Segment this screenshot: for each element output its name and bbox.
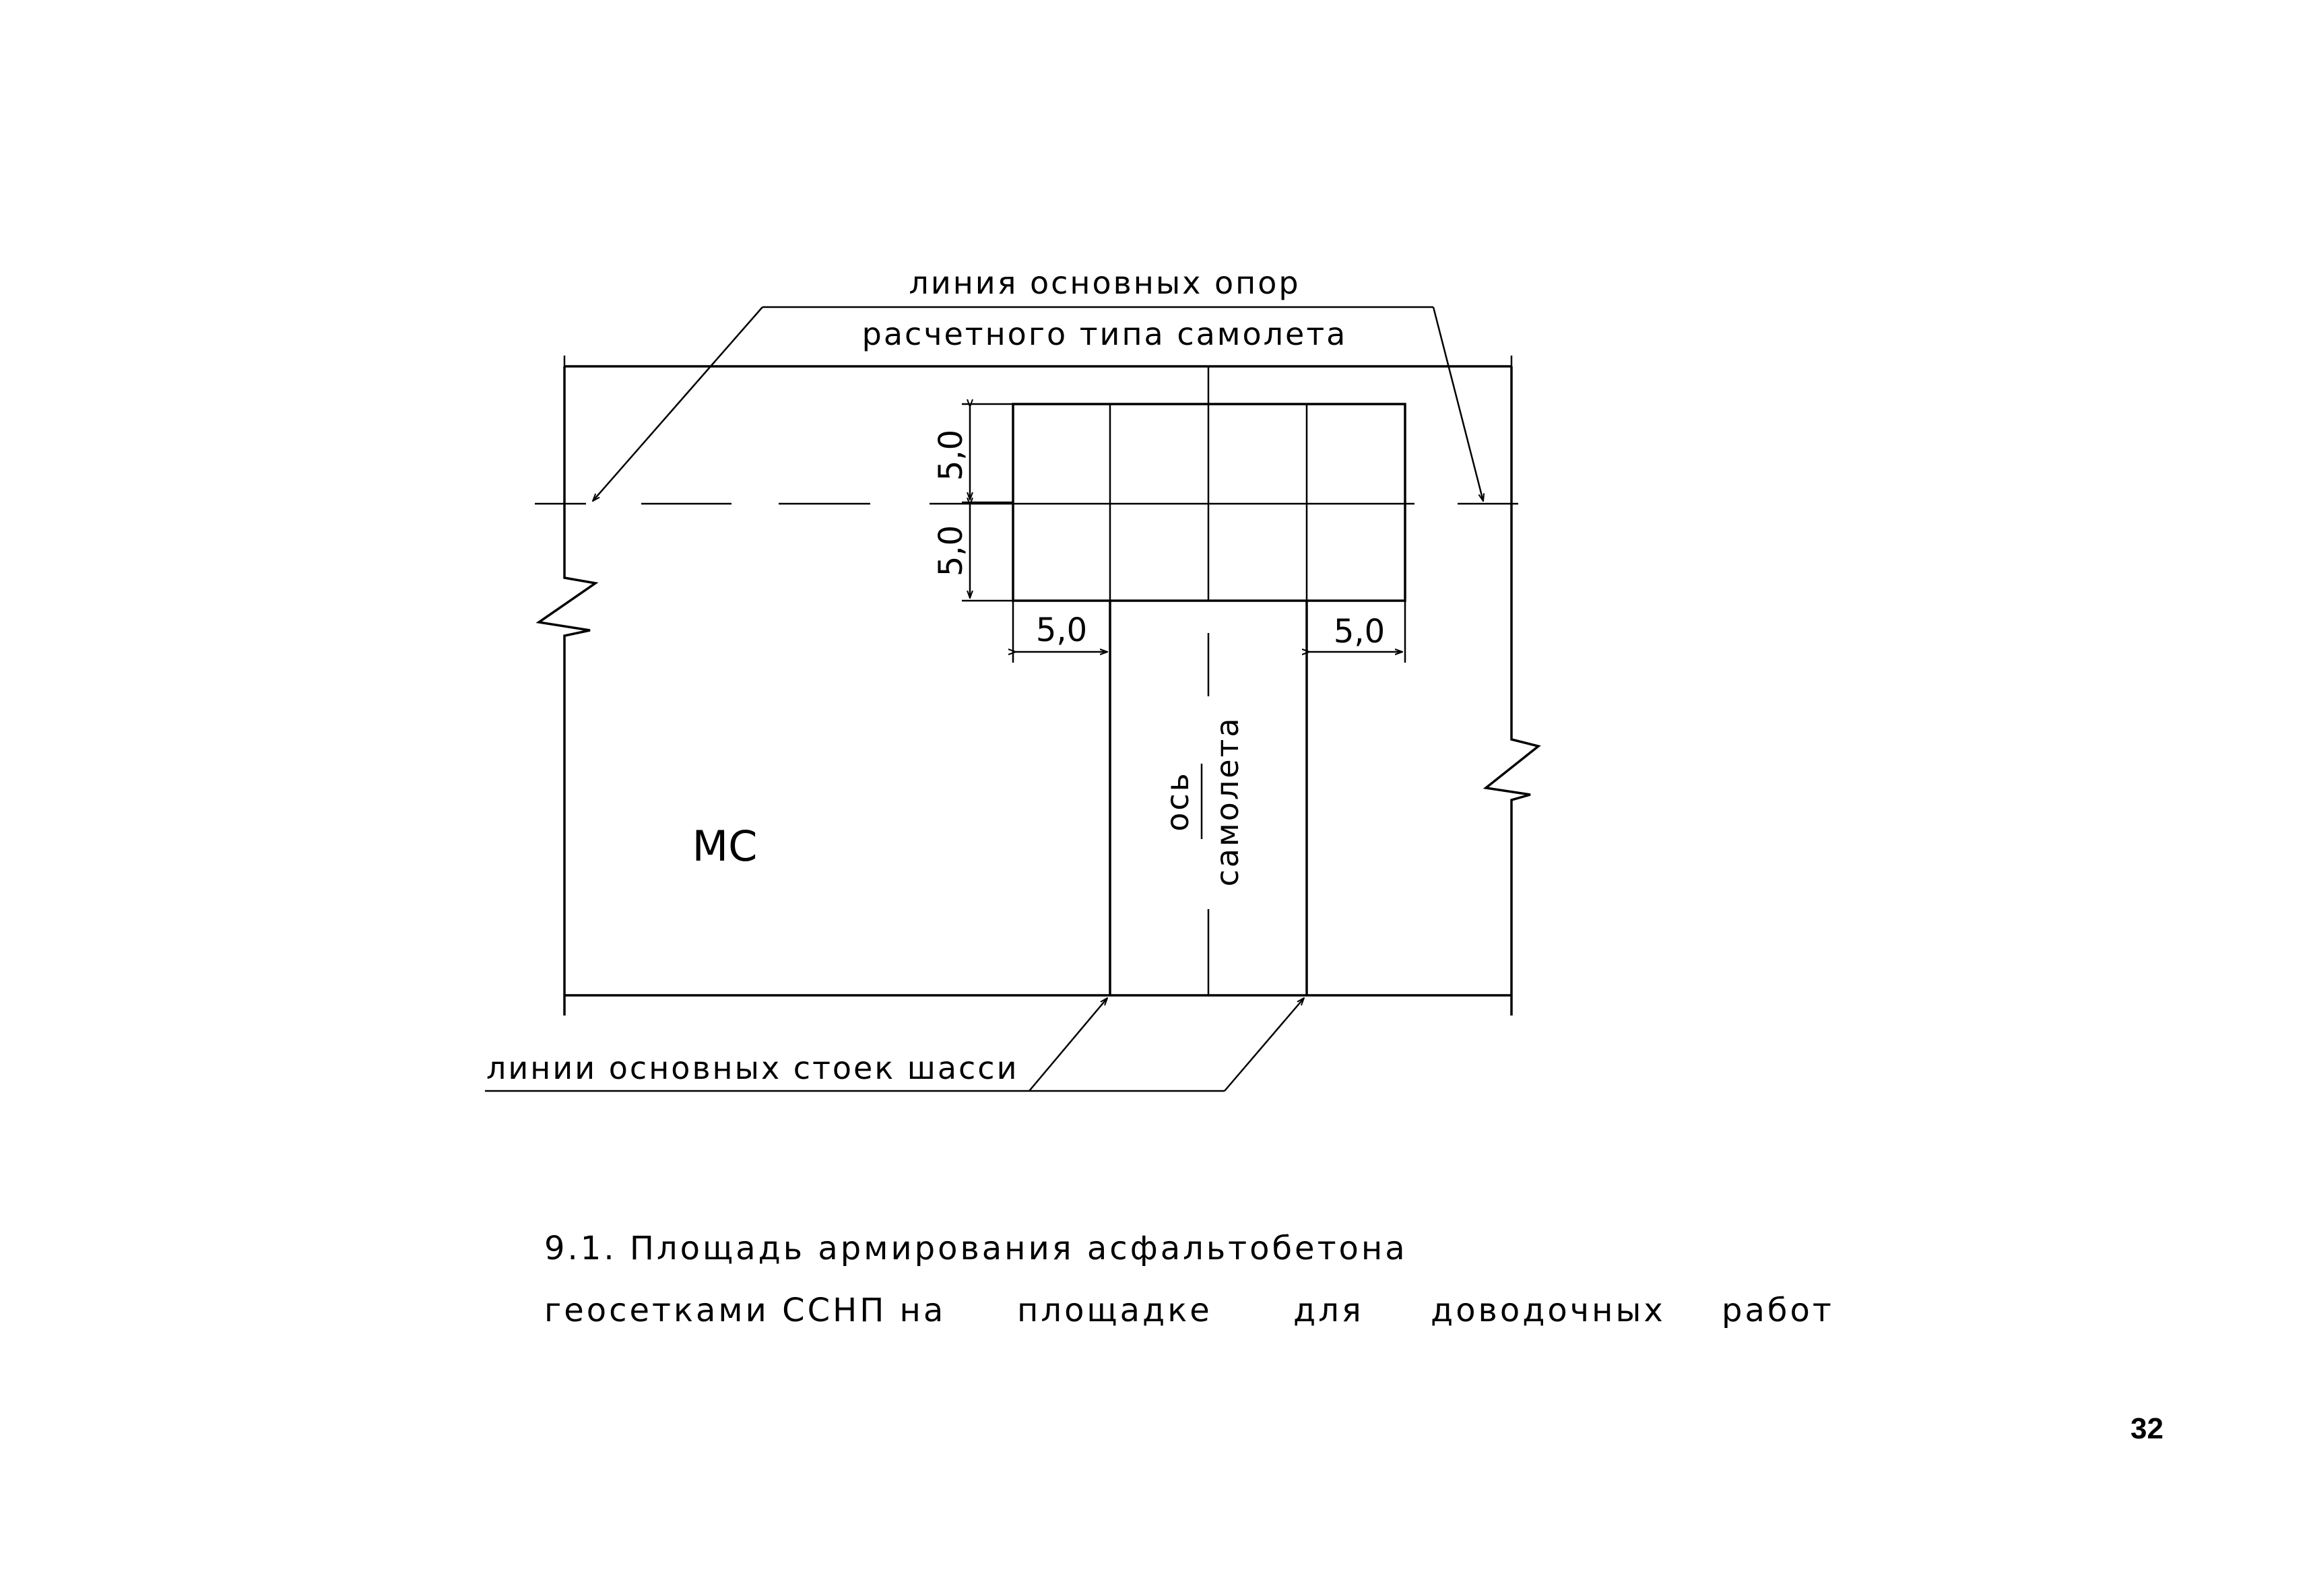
bottom-leader	[485, 998, 1304, 1092]
caption-line-1: 9.1. Площадь армирования асфальтобетона	[544, 1230, 1408, 1267]
dim-vertical-upper-label: 5,0	[932, 430, 970, 481]
dim-horizontal-left-label: 5,0	[1036, 611, 1087, 649]
caption-line-2-word: работ	[1722, 1292, 1834, 1329]
axis-label-bottom: самолета	[1209, 716, 1245, 886]
top-leader	[593, 306, 1483, 501]
bottom-leader-label: линии основных стоек шасси	[486, 1050, 1018, 1086]
page-number: 32	[2130, 1412, 2163, 1445]
caption-line-2: геосетками ССНП на площадке для доводочн…	[544, 1292, 1834, 1329]
pavement-outline	[535, 356, 1541, 1016]
axis-label: ось самолета	[1159, 716, 1245, 886]
caption-line-2-word: доводочных	[1431, 1292, 1666, 1329]
axis-label-top: ось	[1159, 771, 1196, 832]
dim-horizontal-right-label: 5,0	[1334, 613, 1385, 651]
dim-vertical-lower-label: 5,0	[932, 525, 970, 576]
reinforced-area	[1012, 403, 1406, 602]
vertical-dimension	[962, 404, 1013, 602]
caption-line-2-word: для	[1293, 1292, 1364, 1329]
area-label: МС	[692, 822, 758, 871]
caption-line-2-word: площадке	[1017, 1292, 1212, 1329]
gear-strut-lines	[1109, 601, 1308, 995]
top-leader-label-line2: расчетного типа самолета	[862, 316, 1348, 352]
horizontal-dimensions	[1013, 601, 1406, 663]
top-leader-label-line1: линия основных опор	[909, 265, 1300, 301]
caption-line-2-word: геосетками ССНП на	[544, 1292, 946, 1329]
